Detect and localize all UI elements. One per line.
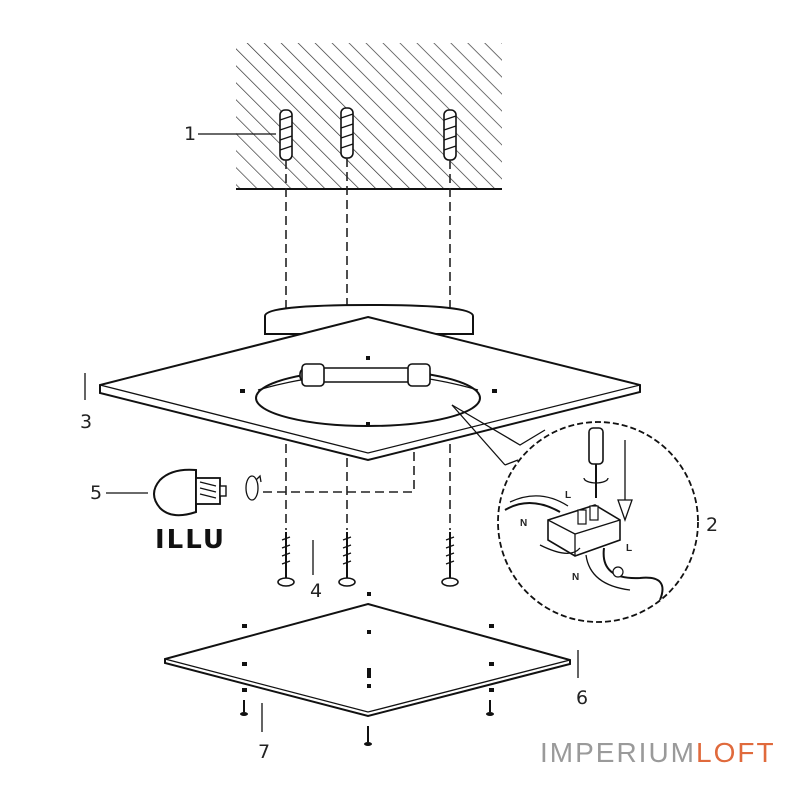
terminal-block bbox=[547, 504, 621, 557]
cover-plate bbox=[164, 592, 571, 718]
callout-6: 6 bbox=[576, 687, 588, 709]
callout-1: 1 bbox=[184, 123, 196, 145]
screwdriver-icon bbox=[583, 427, 609, 498]
brand-watermark: IMPERIUMLOFT bbox=[540, 737, 776, 768]
bulb-label: ILLU bbox=[155, 525, 226, 555]
wire-neutral-left: N bbox=[520, 518, 527, 529]
wire-live-top: L bbox=[565, 490, 571, 501]
wire-neutral-bottom: N bbox=[572, 572, 579, 583]
screw bbox=[277, 532, 295, 587]
screws bbox=[277, 532, 459, 587]
rotation-icon bbox=[245, 474, 262, 501]
mounting-plate bbox=[99, 303, 641, 462]
callout-2: 2 bbox=[706, 514, 718, 536]
wall-plug bbox=[340, 107, 354, 159]
lightbulb-icon bbox=[153, 468, 227, 517]
small-screws bbox=[240, 700, 494, 746]
callout-5: 5 bbox=[90, 482, 102, 504]
wire-live-right: L bbox=[626, 543, 632, 554]
wiring-detail: L N L N bbox=[497, 421, 699, 623]
watermark-part-a: IMPERIUM bbox=[540, 737, 696, 768]
wall-plug bbox=[279, 109, 293, 161]
callout-3: 3 bbox=[80, 411, 92, 433]
screw bbox=[441, 532, 459, 587]
callout-4: 4 bbox=[310, 580, 322, 602]
svg-text:IMPERIUMLOFT: IMPERIUMLOFT bbox=[540, 737, 776, 768]
ceiling bbox=[236, 43, 502, 190]
callout-7: 7 bbox=[258, 741, 270, 763]
watermark-part-b: LOFT bbox=[696, 737, 776, 768]
screw bbox=[338, 532, 356, 587]
wall-plug bbox=[443, 109, 457, 161]
